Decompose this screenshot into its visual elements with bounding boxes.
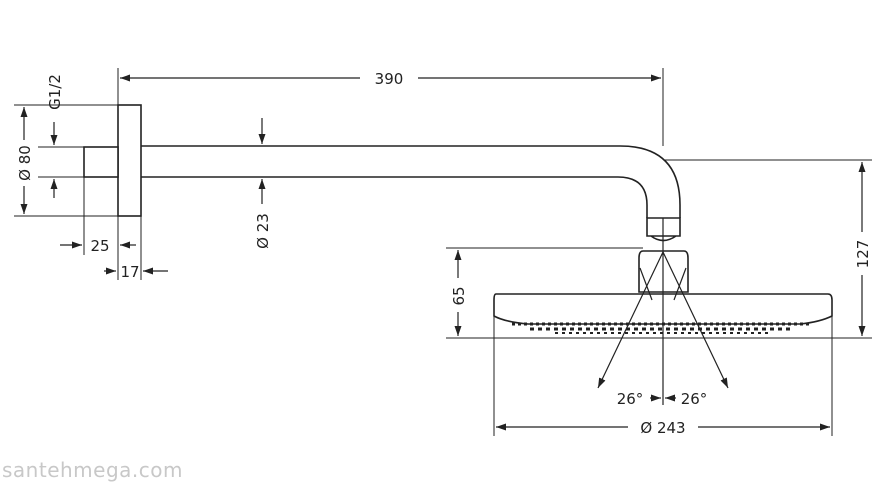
spray-line-left bbox=[597, 251, 664, 389]
watermark: santehmega.com bbox=[2, 458, 183, 482]
wall-connector bbox=[83, 146, 119, 178]
label-flange-diameter: Ø 80 bbox=[16, 145, 34, 181]
label-angle-right: 26° bbox=[681, 390, 708, 408]
label-angle-left: 26° bbox=[617, 390, 644, 408]
label-head-height: 65 bbox=[450, 286, 468, 305]
label-thread: G1/2 bbox=[46, 74, 64, 110]
label-arm-diameter: Ø 23 bbox=[254, 213, 272, 249]
label-flange-depth: 25 bbox=[90, 237, 109, 255]
label-flange-thickness: 17 bbox=[120, 263, 139, 281]
label-arm-length: 390 bbox=[375, 70, 404, 88]
label-head-diameter: Ø 243 bbox=[640, 419, 685, 437]
label-total-drop: 127 bbox=[854, 240, 872, 269]
wall-flange bbox=[117, 104, 142, 217]
shower-arm bbox=[141, 145, 681, 218]
spray-line-right bbox=[662, 251, 729, 389]
ball-joint-housing bbox=[638, 250, 689, 293]
